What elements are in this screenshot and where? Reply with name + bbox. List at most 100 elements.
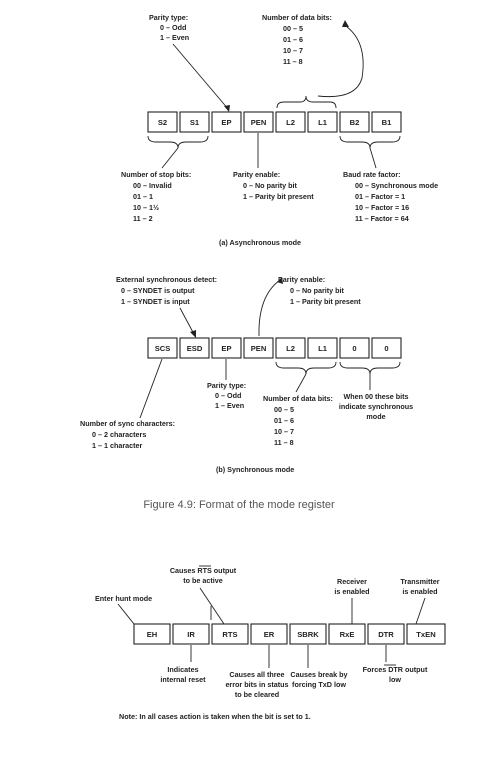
sync-zero-bits-brace	[339, 361, 401, 375]
svg-text:Number of data bits:: Number of data bits:	[262, 13, 332, 22]
cmd-rts-active-label: Causes RTS output to be active	[170, 566, 237, 585]
cmd-bit-eh: EH	[147, 630, 158, 639]
async-parity-enable-label: Parity enable: 0 – No parity bit 1 – Par…	[233, 170, 314, 201]
cmd-bit-txen: TxEN	[416, 630, 435, 639]
sync-data-bits-arrow	[295, 373, 307, 393]
sync-bit-zero-2: 0	[384, 344, 388, 353]
sync-bit-esd: ESD	[187, 344, 203, 353]
cmd-rts-arrow	[199, 587, 225, 625]
async-baud-arrow	[369, 147, 377, 169]
svg-text:1 – Parity bit present: 1 – Parity bit present	[290, 297, 361, 306]
cmd-bit-rts: RTS	[222, 630, 237, 639]
cmd-bit-sbrk: SBRK	[297, 630, 319, 639]
svg-text:indicate synchronous: indicate synchronous	[339, 402, 413, 411]
svg-text:10 – 7: 10 – 7	[274, 427, 294, 436]
svg-text:Baud rate factor:: Baud rate factor:	[343, 170, 401, 179]
async-data-bits-arrow	[317, 23, 364, 98]
async-stop-bits-label: Number of stop bits: 00 – Invalid 01 – 1…	[121, 170, 191, 223]
async-caption: (a) Asynchronous mode	[219, 238, 301, 247]
svg-text:to be cleared: to be cleared	[235, 690, 279, 699]
svg-text:error bits in status: error bits in status	[225, 680, 288, 689]
async-parity-type-arrow	[172, 43, 230, 111]
cmd-bit-er: ER	[264, 630, 275, 639]
svg-text:is enabled: is enabled	[334, 587, 369, 596]
cmd-hunt-label: Enter hunt mode	[95, 594, 152, 603]
svg-text:0 – Odd: 0 – Odd	[160, 23, 186, 32]
cmd-tx-arrow	[415, 597, 426, 625]
sync-bit-l2: L2	[286, 344, 295, 353]
async-bit-ep: EP	[221, 118, 231, 127]
sync-parity-enable-label: Parity enable: 0 – No parity bit 1 – Par…	[278, 275, 361, 306]
async-stop-bits-arrow	[161, 147, 179, 169]
svg-text:00 – Synchronous mode: 00 – Synchronous mode	[355, 181, 438, 190]
svg-text:Number of stop bits:: Number of stop bits:	[121, 170, 191, 179]
async-data-bits-label: Number of data bits: 00 – 5 01 – 6 10 – …	[262, 13, 332, 66]
sync-bit-pen: PEN	[251, 344, 267, 353]
async-parity-type-label: Parity type: 0 – Odd 1 – Even	[149, 13, 189, 42]
cmd-hunt-arrow	[117, 603, 135, 625]
svg-text:1 – SYNDET is input: 1 – SYNDET is input	[121, 297, 190, 306]
svg-text:00 – 5: 00 – 5	[283, 24, 303, 33]
async-stop-bits-brace	[147, 135, 209, 149]
sync-bit-row: SCS ESD EP PEN L2 L1 0 0	[147, 337, 402, 359]
svg-text:0 – No parity bit: 0 – No parity bit	[290, 286, 345, 295]
svg-text:is enabled: is enabled	[402, 587, 437, 596]
sync-mode-diagram: External synchronous detect: 0 – SYNDET …	[80, 275, 413, 474]
svg-text:to be active: to be active	[183, 576, 223, 585]
svg-text:11 – Factor = 64: 11 – Factor = 64	[355, 214, 409, 223]
async-bit-row: S2 S1 EP PEN L2 L1 B2 B1	[147, 111, 402, 133]
cmd-bit-ir: IR	[187, 630, 195, 639]
svg-text:0 – No parity bit: 0 – No parity bit	[243, 181, 298, 190]
sync-bit-l1: L1	[318, 344, 328, 353]
cmd-bit-dtr: DTR	[378, 630, 394, 639]
svg-text:1 – 1 character: 1 – 1 character	[92, 441, 143, 450]
async-bit-pen: PEN	[251, 118, 267, 127]
sync-caption: (b) Synchronous mode	[216, 465, 294, 474]
sync-data-bits-label: Number of data bits: 00 – 5 01 – 6 10 – …	[263, 394, 333, 447]
svg-text:Parity type:: Parity type:	[149, 13, 188, 22]
cmd-send-break-label: Causes break by forcing TxD low	[290, 670, 347, 689]
async-bit-s2: S2	[158, 118, 167, 127]
svg-text:Number of data bits:: Number of data bits:	[263, 394, 333, 403]
svg-text:Causes RTS output: Causes RTS output	[170, 566, 237, 575]
svg-text:01 – 6: 01 – 6	[283, 35, 303, 44]
sync-note-label: When 00 these bits indicate synchronous …	[339, 392, 413, 421]
sync-parity-type-label: Parity type: 0 – Odd 1 – Even	[207, 381, 246, 410]
async-bit-b2: B2	[350, 118, 360, 127]
svg-text:External synchronous detect:: External synchronous detect:	[116, 275, 217, 284]
sync-data-bits-brace	[275, 361, 337, 375]
async-mode-diagram: Parity type: 0 – Odd 1 – Even Number of …	[121, 13, 438, 247]
svg-text:Receiver: Receiver	[337, 577, 367, 586]
svg-text:Parity type:: Parity type:	[207, 381, 246, 390]
sync-chars-label: Number of sync characters: 0 – 2 charact…	[80, 419, 175, 450]
svg-text:00 – Invalid: 00 – Invalid	[133, 181, 172, 190]
sync-ext-detect-label: External synchronous detect: 0 – SYNDET …	[116, 275, 217, 306]
svg-text:01 – Factor = 1: 01 – Factor = 1	[355, 192, 405, 201]
cmd-note: Note: In all cases action is taken when …	[119, 712, 311, 721]
sync-bit-zero-1: 0	[352, 344, 356, 353]
command-register-diagram: Causes RTS output to be active Enter hun…	[95, 565, 446, 721]
svg-text:1 – Even: 1 – Even	[160, 33, 189, 42]
async-bit-b1: B1	[382, 118, 392, 127]
cmd-bit-rxe: RxE	[340, 630, 355, 639]
sync-parity-enable-arrow	[258, 279, 281, 337]
svg-text:10 – 1½: 10 – 1½	[133, 203, 159, 212]
cmd-internal-reset-label: Indicates internal reset	[160, 665, 206, 684]
cmd-rx-enabled-label: Receiver is enabled	[334, 577, 369, 596]
svg-text:Causes all three: Causes all three	[229, 670, 284, 679]
cmd-bit-row: EH IR RTS ER SBRK RxE DTR TxEN	[133, 623, 446, 645]
svg-text:internal reset: internal reset	[160, 675, 206, 684]
figure-title: Figure 4.9: Format of the mode register	[143, 499, 335, 511]
svg-text:Causes break by: Causes break by	[290, 670, 347, 679]
svg-text:Indicates: Indicates	[167, 665, 198, 674]
async-bit-l1: L1	[318, 118, 328, 127]
svg-text:low: low	[389, 675, 401, 684]
svg-text:10 – Factor = 16: 10 – Factor = 16	[355, 203, 409, 212]
async-bit-l2: L2	[286, 118, 295, 127]
svg-text:01 – 6: 01 – 6	[274, 416, 294, 425]
svg-text:0 – SYNDET is output: 0 – SYNDET is output	[121, 286, 195, 295]
sync-bit-scs: SCS	[155, 344, 171, 353]
svg-text:forcing TxD low: forcing TxD low	[292, 680, 346, 689]
async-data-bits-brace	[276, 95, 337, 109]
